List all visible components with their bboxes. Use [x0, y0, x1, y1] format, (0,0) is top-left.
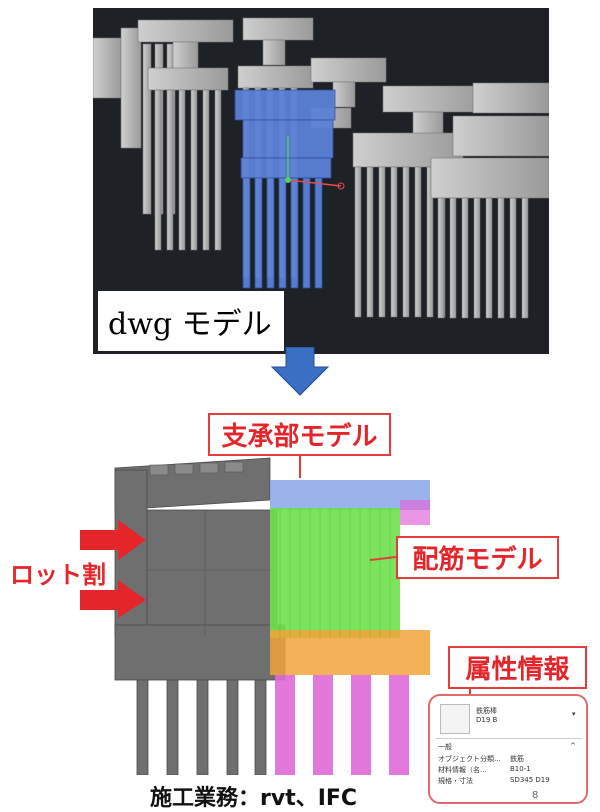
bearing-model-callout: 支承部モデル	[208, 413, 391, 456]
collapse-icon[interactable]: ^	[570, 742, 576, 750]
page-number: 8	[532, 790, 539, 801]
dwg-model-label: dwg モデル	[98, 291, 284, 351]
prop-title: 鉄筋棒	[476, 707, 497, 715]
prop-value[interactable]: SD345 D19	[510, 776, 550, 784]
lot-split-arrows	[80, 520, 146, 618]
prop-section: 一般	[438, 743, 452, 751]
arrow-right-icon	[80, 580, 146, 618]
rebar-thumbnail-icon	[440, 704, 470, 734]
prop-key: 規格・寸法	[438, 777, 473, 785]
arrow-right-icon	[80, 520, 146, 560]
dwg-3d-viewport	[93, 8, 549, 354]
bridge-piers-dwg-render	[93, 17, 549, 319]
prop-value[interactable]: 鉄筋	[510, 755, 524, 763]
property-panel: 鉄筋棒 D19 B ▾ 一般 ^ オブジェクト分類... 鉄筋 材料情報（名..…	[428, 694, 588, 804]
caption: 施工業務：rvt、IFC	[150, 786, 358, 811]
chevron-down-icon[interactable]: ▾	[572, 710, 576, 718]
prop-key: 材料情報（名...	[438, 766, 487, 774]
rebar-model-callout: 配筋モデル	[396, 536, 559, 579]
prop-subtitle: D19 B	[476, 716, 498, 724]
prop-key: オブジェクト分類...	[438, 755, 501, 763]
prop-value[interactable]: B10-1	[510, 765, 531, 773]
divider	[436, 738, 582, 739]
lot-split-label: ロット割	[10, 561, 106, 589]
attribute-info-callout: 属性情報	[448, 646, 587, 689]
rebar-model-render	[114, 457, 430, 775]
down-arrow-icon	[270, 347, 330, 396]
